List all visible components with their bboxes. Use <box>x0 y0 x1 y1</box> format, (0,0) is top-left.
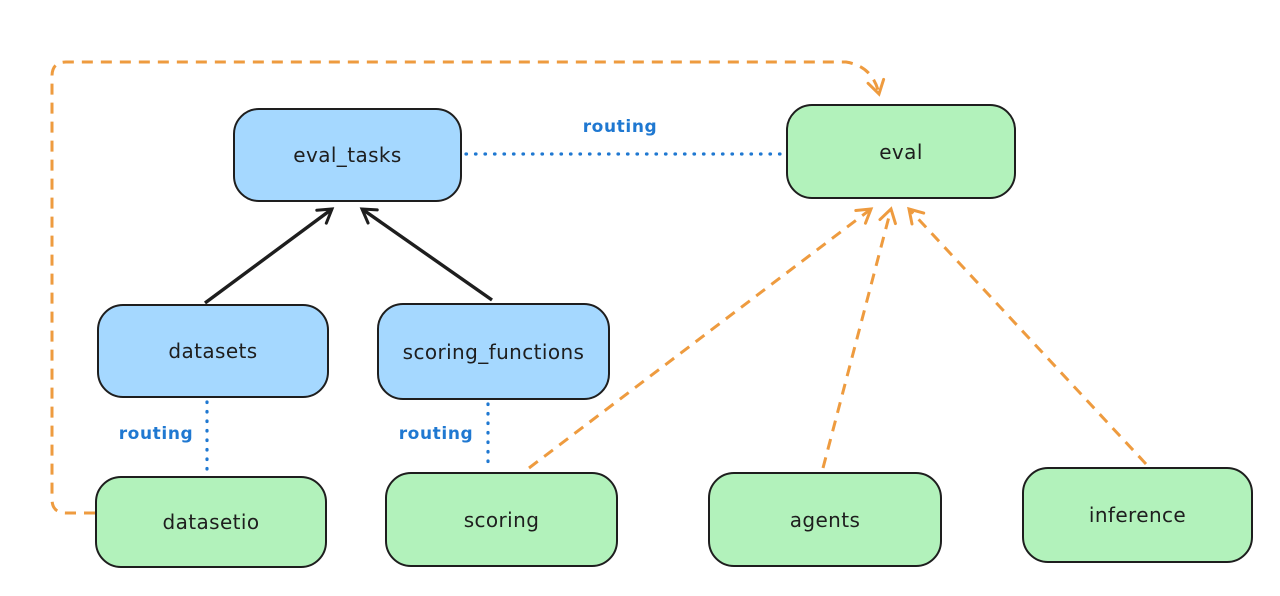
node-agents-label: agents <box>789 507 861 532</box>
node-agents: agents <box>708 472 942 567</box>
edge-scoring-functions-to-eval-tasks <box>359 207 493 302</box>
node-scoring-label: scoring <box>463 507 540 532</box>
node-inference-label: inference <box>1088 503 1187 527</box>
edge-inference-to-eval <box>907 206 1148 466</box>
node-datasetio-label: datasetio <box>162 510 260 534</box>
node-inference: inference <box>1022 467 1253 563</box>
edge-label-routing-middle: routing <box>398 424 474 444</box>
edge-scoring-to-eval <box>528 207 874 470</box>
node-datasets: datasets <box>97 304 329 398</box>
node-eval: eval <box>786 104 1016 199</box>
node-eval-label: eval <box>879 139 923 164</box>
node-datasets-label: datasets <box>168 339 258 363</box>
node-datasetio: datasetio <box>95 476 327 568</box>
edge-datasets-to-eval-tasks <box>203 207 335 305</box>
node-eval-tasks: eval_tasks <box>233 108 462 202</box>
edge-label-routing-top: routing <box>582 117 658 137</box>
node-eval-tasks-label: eval_tasks <box>293 143 402 167</box>
edge-datasetio-to-eval <box>50 60 886 515</box>
edge-label-routing-left: routing <box>118 424 194 444</box>
node-scoring-functions: scoring_functions <box>377 303 610 400</box>
edge-agents-to-eval <box>821 206 897 469</box>
node-scoring-functions-label: scoring_functions <box>402 339 585 364</box>
node-scoring: scoring <box>385 472 618 567</box>
